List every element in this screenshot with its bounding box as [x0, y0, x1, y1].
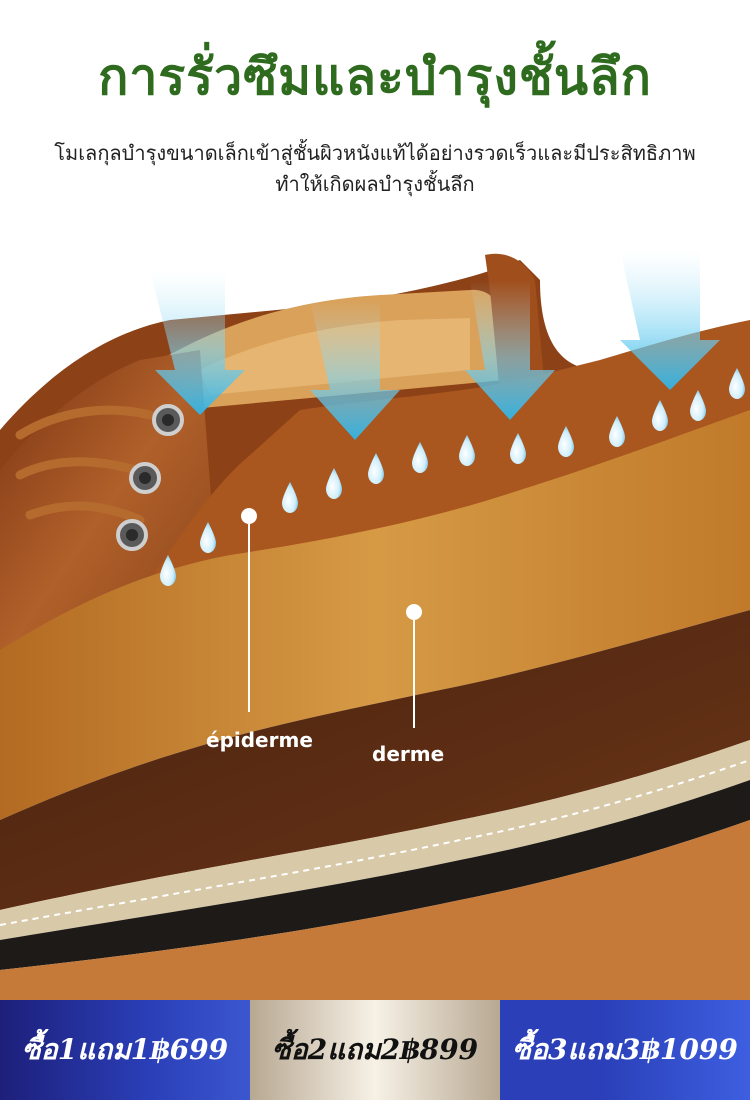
- shoe-sole: [0, 740, 750, 1000]
- laces-and-eyelets: [15, 404, 184, 551]
- page-subtitle: โมเลกุลบำรุงขนาดเล็กเข้าสู่ชั้นผิวหนังแท…: [0, 138, 750, 200]
- leather-layers-illustration: épiderme derme: [0, 220, 750, 1000]
- down-arrow-icon: [150, 250, 720, 440]
- promo-offer-bar: ซื้อ1แถม1฿699 ซื้อ2แถม2฿899 ซื้อ3แถม3฿10…: [0, 1000, 750, 1100]
- water-droplet-icon: [160, 368, 745, 586]
- offer-buy3-get3-button[interactable]: ซื้อ3แถม3฿1099: [500, 1000, 750, 1100]
- epidermis-label: épiderme: [206, 728, 313, 752]
- subtitle-line-1: โมเลกุลบำรุงขนาดเล็กเข้าสู่ชั้นผิวหนังแท…: [54, 141, 696, 165]
- offer-buy1-get1-button[interactable]: ซื้อ1แถม1฿699: [0, 1000, 250, 1100]
- dermis-label: derme: [372, 742, 445, 766]
- layer-pointer-lines: [241, 508, 422, 728]
- subtitle-line-2: ทำให้เกิดผลบำรุงชั้นลึก: [275, 172, 475, 196]
- shoe-cross-section-graphic: [0, 250, 750, 1000]
- page-title: การรั่วซึมและบำรุงชั้นลึก: [98, 48, 652, 106]
- offer-buy2-get2-button[interactable]: ซื้อ2แถม2฿899: [250, 1000, 500, 1100]
- leather-cross-section: [0, 320, 750, 910]
